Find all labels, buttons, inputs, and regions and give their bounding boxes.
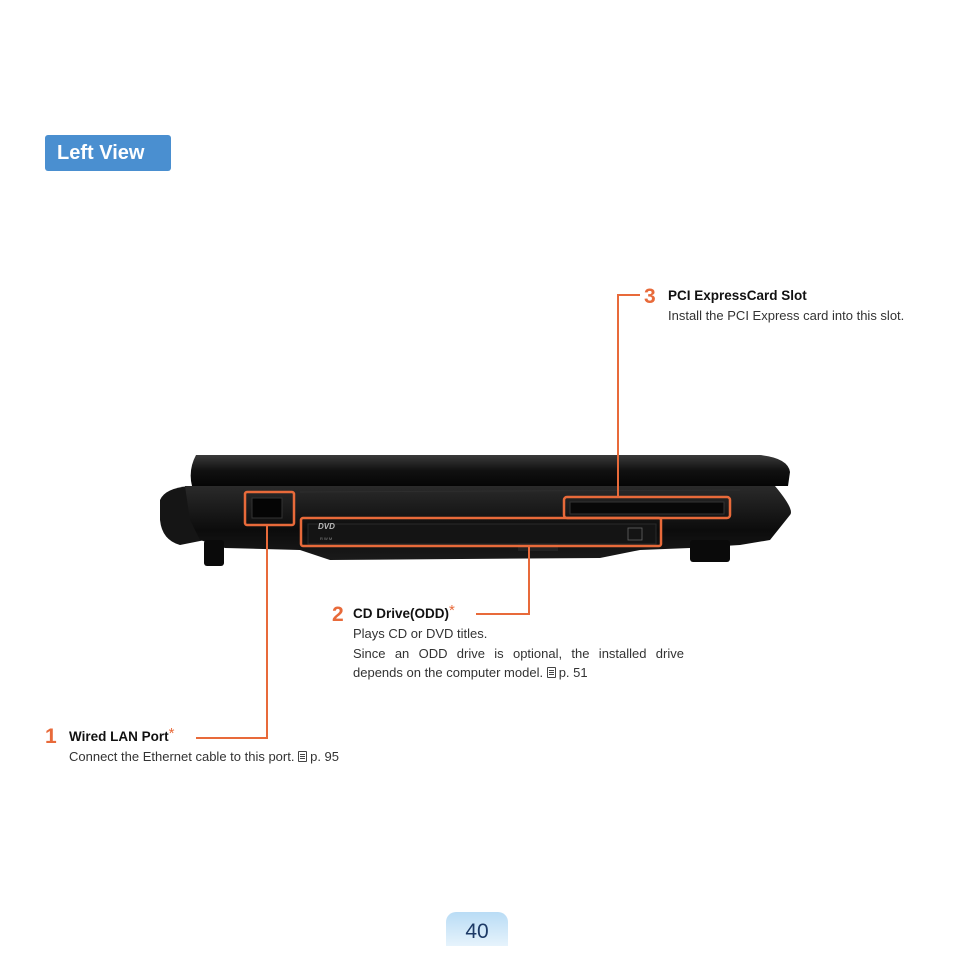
odd-title-text: CD Drive(ODD): [353, 606, 450, 621]
expresscard-highlight: [562, 495, 732, 520]
manual-reference-icon: [298, 751, 308, 762]
lan-port-opening: [251, 497, 283, 519]
callout-number-3: 3: [644, 285, 656, 308]
manual-reference-icon: [546, 667, 556, 678]
odd-highlight: [299, 516, 663, 548]
lan-page-ref: p. 95: [310, 749, 340, 764]
callout-title-lan: Wired LAN Port*: [69, 726, 174, 745]
odd-tray: [307, 523, 657, 545]
rear-foot: [690, 540, 730, 562]
callout-desc-odd: Plays CD or DVD titles. Since an ODD dri…: [353, 624, 684, 683]
odd-desc-line1: Plays CD or DVD titles.: [353, 626, 488, 641]
callout-desc-expresscard: Install the PCI Express card into this s…: [668, 308, 905, 323]
lan-asterisk: *: [168, 725, 175, 742]
lan-callout-line: [196, 525, 268, 739]
lan-title-text: Wired LAN Port: [69, 729, 169, 744]
odd-desc-line2: Since an ODD drive is optional, the inst…: [353, 644, 684, 683]
page-number: 40: [446, 912, 508, 946]
dvd-logo: DVD: [318, 522, 335, 531]
odd-desc-line2-text: Since an ODD drive is optional, the inst…: [353, 645, 684, 681]
callout-title-odd: CD Drive(ODD)*: [353, 603, 455, 622]
front-foot: [204, 540, 224, 566]
dvd-sub-logo: R W M: [320, 536, 332, 541]
callout-number-1: 1: [45, 725, 57, 748]
callout-title-expresscard: PCI ExpressCard Slot: [668, 288, 807, 303]
callout-desc-lan: Connect the Ethernet cable to this port.…: [69, 747, 469, 767]
odd-label: [627, 527, 643, 541]
lan-desc-text: Connect the Ethernet cable to this port.: [69, 749, 295, 764]
section-title: Left View: [45, 135, 171, 171]
callout-number-2: 2: [332, 603, 344, 626]
expresscard-slot-opening: [569, 501, 725, 515]
odd-callout-line: [476, 546, 530, 615]
expresscard-callout-line: [617, 294, 640, 497]
lan-port-highlight: [243, 490, 296, 527]
odd-asterisk: *: [449, 602, 455, 619]
odd-page-ref: p. 51: [558, 665, 588, 680]
